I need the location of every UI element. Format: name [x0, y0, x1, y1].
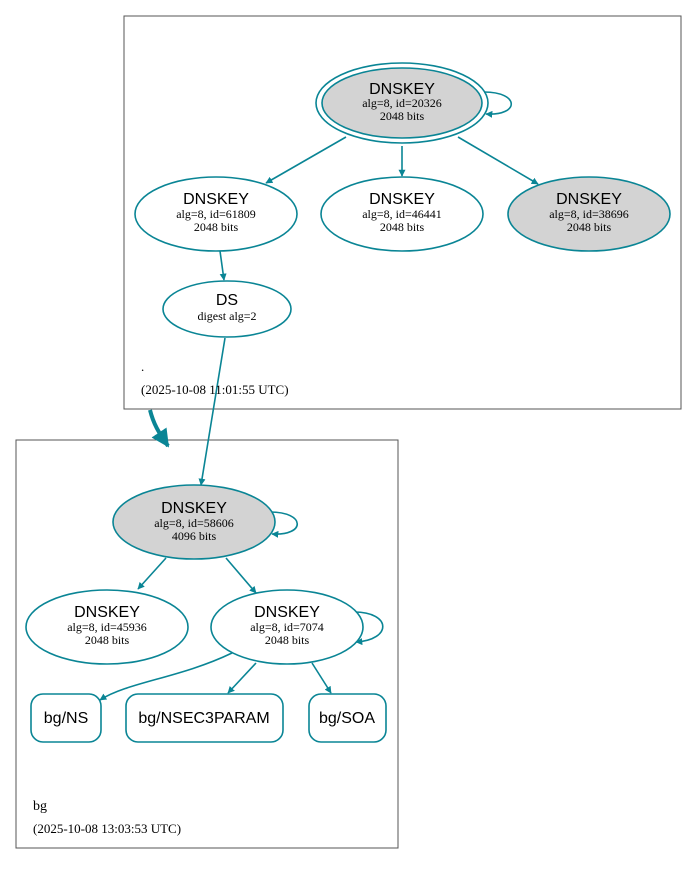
node-title: DNSKEY: [161, 500, 227, 517]
edge-bg-zsk2-to-soa: [311, 662, 332, 694]
node-detail: 2048 bits: [567, 220, 612, 234]
edge-bg-zsk2-to-nsec3param: [227, 662, 257, 694]
root-zone-name: .: [141, 359, 144, 374]
node-title: DNSKEY: [183, 191, 249, 208]
node-title: DNSKEY: [556, 191, 622, 208]
node-bg-nsec3param: bg/NSEC3PARAM: [125, 693, 284, 743]
node-detail: alg=8, id=45936: [67, 620, 147, 634]
node-title: bg/NS: [44, 710, 88, 727]
node-bg-soa: bg/SOA: [308, 693, 387, 743]
node-detail: alg=8, id=58606: [154, 516, 234, 530]
node-bg-zsk2: DNSKEY alg=8, id=7074 2048 bits: [210, 589, 364, 665]
edge-bg-zsk2-to-ns: [99, 652, 233, 701]
node-detail: alg=8, id=61809: [176, 207, 256, 221]
root-zone-timestamp: (2025-10-08 11:01:55 UTC): [141, 382, 289, 397]
edge-bg-zsk2-self: [353, 611, 384, 646]
node-detail: alg=8, id=38696: [549, 207, 629, 221]
node-root-zsk3: DNSKEY alg=8, id=38696 2048 bits: [507, 176, 671, 252]
node-detail: 2048 bits: [85, 633, 130, 647]
node-root-ds: DS digest alg=2: [162, 280, 292, 338]
node-detail: 2048 bits: [380, 220, 425, 234]
bg-zone-box: [15, 439, 399, 849]
node-root-zsk1: DNSKEY alg=8, id=61809 2048 bits: [134, 176, 298, 252]
node-detail: 4096 bits: [172, 529, 217, 543]
node-bg-ksk: DNSKEY alg=8, id=58606 4096 bits: [112, 484, 276, 560]
node-detail: alg=8, id=46441: [362, 207, 442, 221]
node-detail: digest alg=2: [197, 309, 256, 323]
bg-zone-timestamp: (2025-10-08 13:03:53 UTC): [33, 821, 181, 836]
node-bg-ns: bg/NS: [30, 693, 102, 743]
node-title: bg/NSEC3PARAM: [138, 710, 269, 727]
edges: [99, 91, 539, 701]
root-zone-box: [123, 15, 682, 410]
node-detail: 2048 bits: [194, 220, 239, 234]
node-detail: 2048 bits: [265, 633, 310, 647]
edge-root-ksk-to-zsk1: [265, 136, 347, 184]
node-detail: alg=8, id=20326: [362, 96, 442, 110]
edge-root-zsk1-to-ds: [219, 250, 227, 281]
edge-bg-ksk-to-zsk1: [137, 557, 167, 590]
node-title: DNSKEY: [254, 604, 320, 621]
edge-delegation: [148, 409, 170, 448]
node-title: DS: [216, 292, 238, 309]
edge-ds-to-bg-ksk: [198, 337, 226, 486]
node-root-ksk: DNSKEY alg=8, id=20326 2048 bits: [315, 62, 489, 144]
node-title: DNSKEY: [369, 81, 435, 98]
node-title: DNSKEY: [74, 604, 140, 621]
node-detail: 2048 bits: [380, 109, 425, 123]
bg-zone-name: bg: [33, 799, 47, 814]
edge-root-ksk-to-zsk3: [457, 136, 539, 185]
edge-root-ksk-self: [483, 91, 513, 118]
node-detail: alg=8, id=7074: [250, 620, 324, 634]
node-title: DNSKEY: [369, 191, 435, 208]
edge-bg-ksk-to-zsk2: [225, 557, 257, 594]
edge-bg-ksk-self: [269, 511, 299, 538]
node-title: bg/SOA: [319, 710, 375, 727]
node-bg-zsk1: DNSKEY alg=8, id=45936 2048 bits: [25, 589, 189, 665]
node-root-zsk2: DNSKEY alg=8, id=46441 2048 bits: [320, 176, 484, 252]
